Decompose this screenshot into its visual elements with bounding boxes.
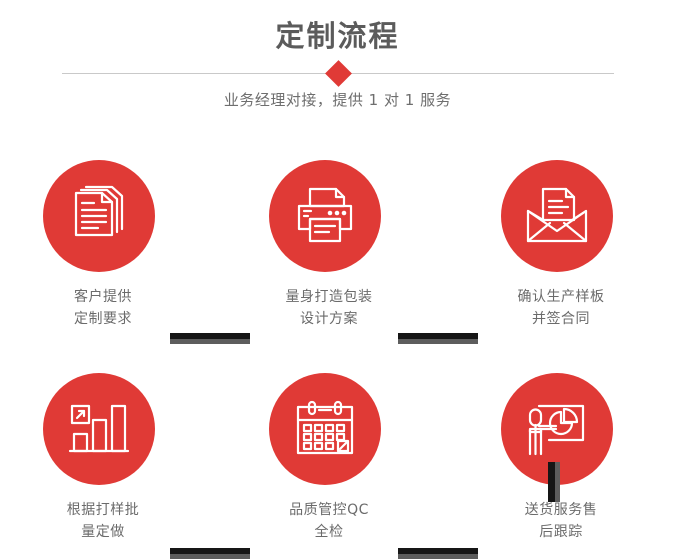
step-2-icon-circle <box>269 160 381 272</box>
connector-bar <box>398 333 478 339</box>
step-1-label: 客户提供 定制要求 <box>74 289 132 327</box>
flow-step-3[interactable]: 确认生产样板 并签合同 <box>467 160 647 330</box>
step-2-label: 量身打造包装 设计方案 <box>285 289 373 327</box>
page-header: 定制流程 业务经理对接，提供 1 对 1 服务 <box>0 0 675 130</box>
process-flow: 客户提供 定制要求 量身打造包装 设计方案 <box>0 130 675 559</box>
connector-shadow <box>398 554 478 559</box>
connector-shadow <box>170 339 250 344</box>
connector-step-2-to-3 <box>398 333 478 344</box>
connector-shadow <box>170 554 250 559</box>
printer-icon <box>293 186 357 246</box>
flow-step-4[interactable]: 根据打样批 量定做 <box>9 373 189 543</box>
step-3-label: 确认生产样板 并签合同 <box>517 289 605 327</box>
step-4-label: 根据打样批 量定做 <box>66 502 140 540</box>
connector-bar <box>548 462 555 502</box>
diamond-marker-icon <box>325 60 352 87</box>
connector-shadow <box>398 339 478 344</box>
step-3-icon-circle <box>501 160 613 272</box>
presentation-person-pie-chart-icon <box>525 398 589 460</box>
calendar-check-icon <box>294 400 356 458</box>
page-title: 定制流程 <box>275 19 400 53</box>
envelope-letter-icon <box>524 187 590 245</box>
connector-shadow <box>555 462 560 502</box>
step-5-icon-circle <box>269 373 381 485</box>
step-5-label: 品质管控QC 全检 <box>289 502 369 540</box>
documents-stack-icon <box>68 185 130 247</box>
step-6-label: 送货服务售 后跟踪 <box>524 502 598 540</box>
flow-step-6[interactable]: 送货服务售 后跟踪 <box>467 373 647 543</box>
connector-step-3-to-6 <box>548 462 560 502</box>
step-1-icon-circle <box>43 160 155 272</box>
page-subtitle: 业务经理对接，提供 1 对 1 服务 <box>223 91 452 109</box>
flow-step-5[interactable]: 品质管控QC 全检 <box>235 373 415 543</box>
title-divider <box>0 60 675 87</box>
flow-step-1[interactable]: 客户提供 定制要求 <box>9 160 189 330</box>
connector-bar <box>170 333 250 339</box>
bar-chart-growth-icon <box>68 400 130 458</box>
step-4-icon-circle <box>43 373 155 485</box>
connector-step-1-to-2 <box>170 333 250 344</box>
flow-step-2[interactable]: 量身打造包装 设计方案 <box>235 160 415 330</box>
